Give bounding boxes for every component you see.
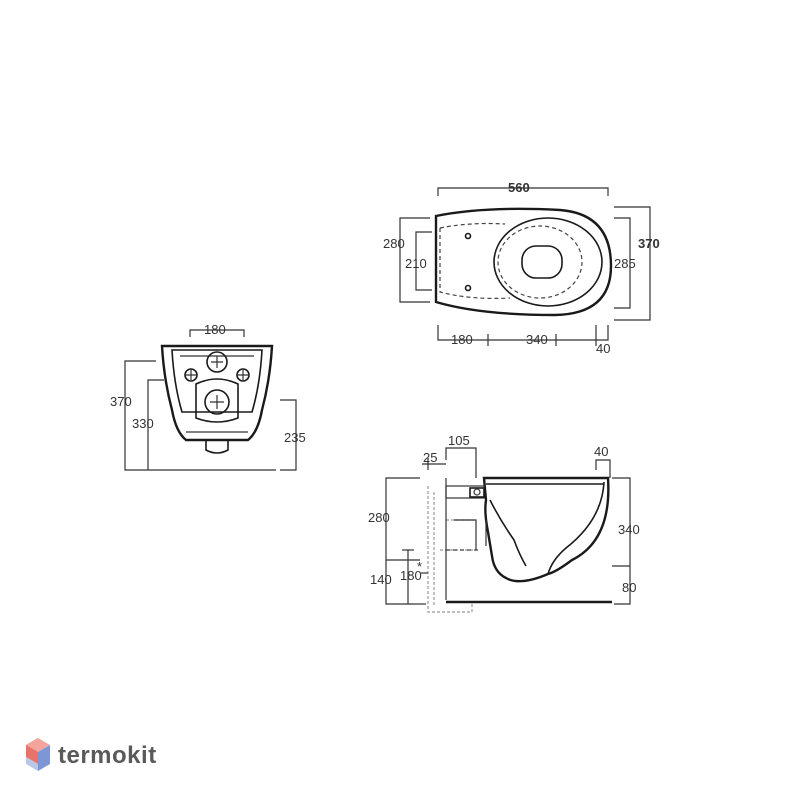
top-dim-length: 560 — [508, 180, 530, 195]
side-view-note-marker: * — [417, 559, 422, 574]
top-dim-seg-back: 180 — [451, 332, 473, 347]
side-dim-top-offset: 105 — [448, 433, 470, 448]
front-dim-height-inner: 330 — [132, 416, 154, 431]
brand-logo-icon — [26, 738, 50, 771]
top-dim-front-width: 285 — [614, 256, 636, 271]
brand-name: termokit — [58, 742, 157, 769]
top-dim-back-width: 280 — [383, 236, 405, 251]
top-dim-seg-mid: 340 — [526, 332, 548, 347]
front-dim-height-fixing: 235 — [284, 430, 306, 445]
brand-logo: termokit — [26, 738, 157, 771]
top-dim-seg-front: 40 — [596, 341, 610, 356]
side-dim-height-bowl: 340 — [618, 522, 640, 537]
side-dim-wall-offset: 25 — [423, 450, 437, 465]
side-dim-height-floor-front: 80 — [622, 580, 636, 595]
side-view-mounting-frame — [427, 486, 476, 613]
front-dim-height-total: 370 — [110, 394, 132, 409]
side-view: * 105 25 40 280 140 180 340 80 — [368, 433, 640, 613]
top-view-rim — [493, 217, 603, 307]
side-view-inlet — [445, 485, 485, 499]
top-view-outline — [434, 207, 613, 317]
top-view: 560 370 285 280 210 180 340 40 — [383, 180, 660, 356]
side-dim-rim-offset: 40 — [594, 444, 608, 459]
front-view: 180 370 330 235 — [110, 322, 306, 471]
side-dim-height-inlet: 180 — [400, 568, 422, 583]
top-view-bowl-dashed — [439, 228, 511, 299]
front-view-inner-contour — [171, 349, 263, 413]
top-view-outlet — [521, 245, 563, 279]
front-view-fixing-holes — [184, 368, 250, 382]
front-view-outline — [160, 344, 274, 442]
side-dim-height-rear: 280 — [368, 510, 390, 525]
side-view-bowl — [482, 476, 610, 583]
side-dim-height-floor-rear: 140 — [370, 572, 392, 587]
front-view-outlet — [195, 378, 239, 423]
front-view-inlet-hole — [206, 351, 228, 373]
top-dim-width: 370 — [638, 236, 660, 251]
front-dim-width-top: 180 — [204, 322, 226, 337]
top-dim-back-inner: 210 — [405, 256, 427, 271]
